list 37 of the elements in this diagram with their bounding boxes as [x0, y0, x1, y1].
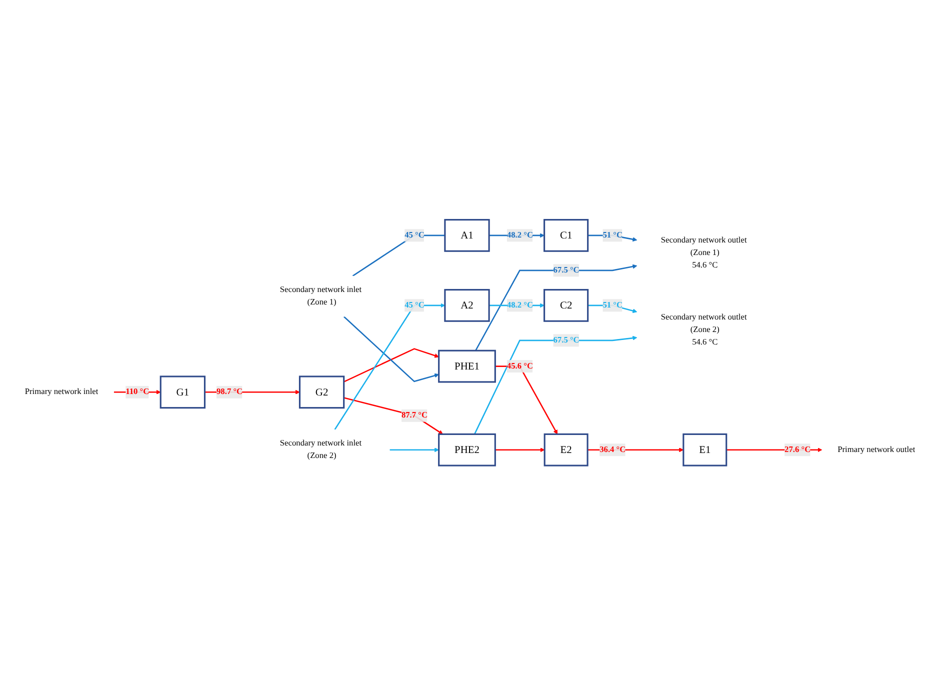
edge-label: 98.7 °C	[216, 386, 243, 396]
arrow	[344, 396, 444, 434]
arrow	[343, 316, 440, 382]
edge-label: 110 °C	[126, 386, 150, 396]
node-text: Primary network inlet	[24, 386, 98, 396]
node-box: E2	[544, 432, 588, 466]
edge-label: 45 °C	[404, 300, 424, 310]
node-box: C2	[544, 288, 589, 322]
edge-label: 51 °C	[602, 230, 623, 240]
node-text: Primary network outlet	[838, 444, 916, 454]
arrow	[390, 447, 440, 452]
edge-label: 45.6 °C	[506, 361, 534, 370]
edge-label: 36.4 °C	[600, 444, 626, 454]
edge-label: 27.6 °C	[784, 444, 811, 454]
node-text: Secondary network outlet (Zone 1) 54.6 °C	[660, 235, 747, 270]
node-box: A1	[444, 218, 490, 252]
node-box: G2	[298, 375, 345, 408]
node-box: PHE2	[438, 432, 496, 466]
edge-label: 67.5 °C	[553, 335, 580, 344]
arrow	[495, 447, 545, 452]
node-text: Secondary network inlet (Zone 2)	[280, 438, 362, 460]
edge-label: 48.2 °C	[506, 230, 534, 240]
edge-label: 51 °C	[602, 300, 623, 310]
arrow	[334, 302, 446, 430]
node-text: Secondary network inlet (Zone 1)	[280, 284, 362, 306]
node-box: PHE1	[438, 349, 496, 382]
edge-label: 45 °C	[404, 230, 424, 240]
connector	[352, 234, 445, 276]
edge-label: 67.5 °C	[553, 265, 580, 274]
node-box: C1	[544, 218, 589, 252]
node-text: Secondary network outlet (Zone 2) 54.6 °C	[660, 312, 747, 346]
arrow	[344, 348, 440, 382]
node-box: A2	[444, 288, 490, 322]
node-box: E1	[682, 432, 728, 466]
edge-label: 87.7 °C	[401, 410, 428, 420]
edge-label: 48.2 °C	[506, 300, 534, 310]
node-box: G1	[160, 375, 206, 408]
